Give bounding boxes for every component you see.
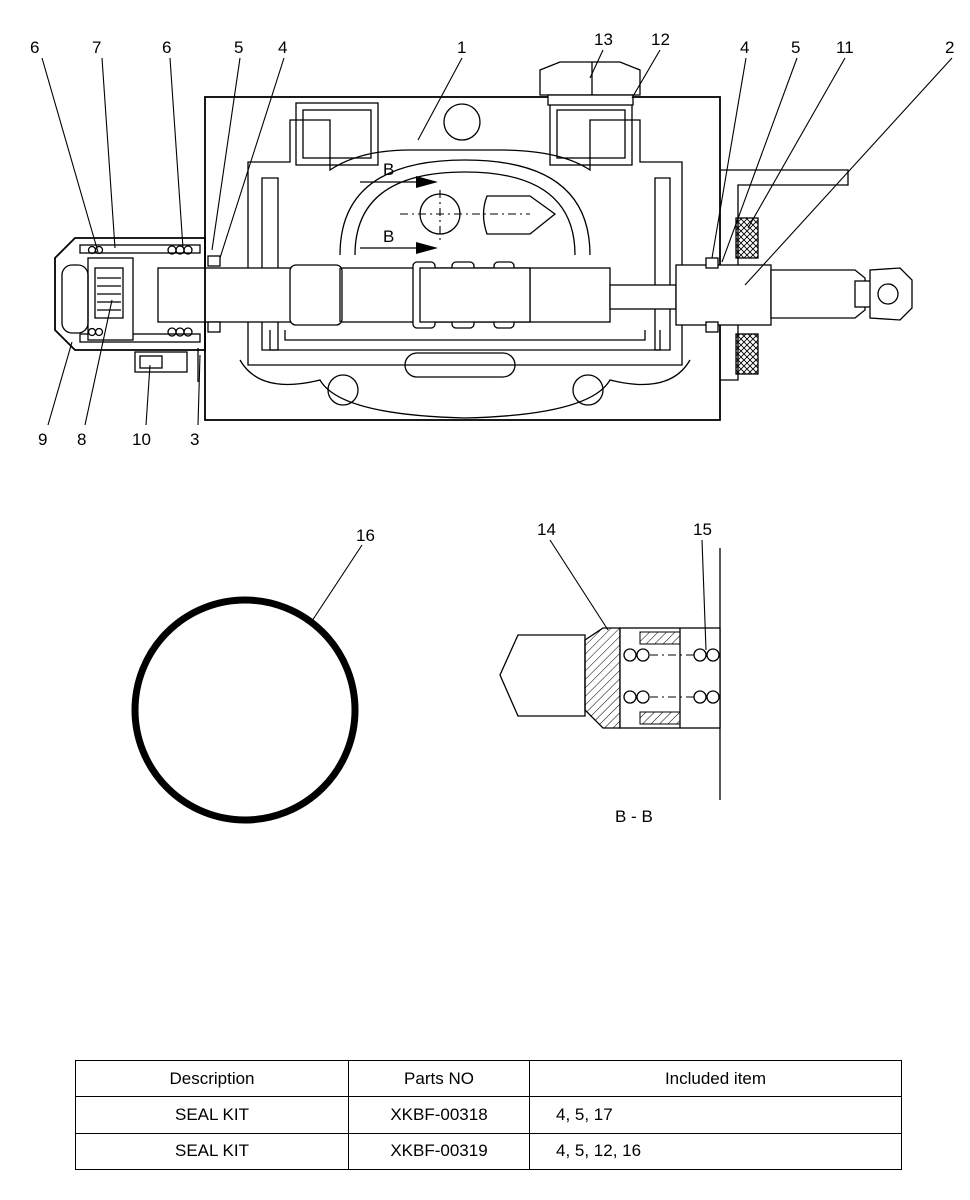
wiper-seals xyxy=(735,217,759,375)
callout-8: 8 xyxy=(77,430,86,449)
end-cap xyxy=(54,237,719,382)
callout-5-right: 5 xyxy=(791,38,800,57)
cell-parts-no: XKBF-00319 xyxy=(348,1132,530,1171)
callout-11: 11 xyxy=(836,38,854,57)
callouts: 6 7 6 5 4 1 13 12 4 5 11 2 9 8 10 3 16 1… xyxy=(30,30,954,545)
callout-14: 14 xyxy=(537,520,556,539)
section-mark-upper: B xyxy=(383,160,394,179)
cell-included-item: 4, 5, 17 xyxy=(529,1096,902,1134)
spool xyxy=(157,261,913,329)
callout-4-right: 4 xyxy=(740,38,749,57)
callout-5-left: 5 xyxy=(234,38,243,57)
callout-2: 2 xyxy=(945,38,954,57)
callout-1: 1 xyxy=(457,38,466,57)
table-header-row: Description Parts NO Included item xyxy=(75,1059,902,1098)
table-row: SEAL KIT XKBF-00319 4, 5, 12, 16 xyxy=(75,1132,902,1171)
callout-16: 16 xyxy=(356,526,375,545)
section-b-b: B - B xyxy=(499,539,721,826)
header-description: Description xyxy=(75,1059,349,1098)
plug xyxy=(539,61,641,106)
callout-3: 3 xyxy=(190,430,199,449)
section-marks: B B xyxy=(360,160,438,254)
callout-7: 7 xyxy=(92,38,101,57)
callout-6-left: 6 xyxy=(30,38,39,57)
header-parts-no: Parts NO xyxy=(348,1059,530,1098)
exploded-view-diagram: B B 6 7 6 5 4 1 13 12 4 5 11 2 9 8 1 xyxy=(30,30,954,826)
callout-10: 10 xyxy=(132,430,151,449)
cell-parts-no: XKBF-00318 xyxy=(348,1096,530,1134)
o-ring xyxy=(131,544,363,824)
cell-included-item: 4, 5, 12, 16 xyxy=(529,1132,902,1171)
callout-4-left: 4 xyxy=(278,38,287,57)
leader-lines xyxy=(41,49,953,426)
callout-9: 9 xyxy=(38,430,47,449)
header-included-item: Included item xyxy=(529,1059,902,1098)
valve-body xyxy=(204,96,849,421)
cell-description: SEAL KIT xyxy=(75,1132,349,1171)
seal-kit-table: Description Parts NO Included item SEAL … xyxy=(75,1059,902,1171)
callout-12: 12 xyxy=(651,30,670,49)
section-mark-lower: B xyxy=(383,227,394,246)
callout-15: 15 xyxy=(693,520,712,539)
section-title: B - B xyxy=(615,807,653,826)
table-row: SEAL KIT XKBF-00318 4, 5, 17 xyxy=(75,1096,902,1134)
callout-13: 13 xyxy=(594,30,613,49)
cell-description: SEAL KIT xyxy=(75,1096,349,1134)
callout-6-mid: 6 xyxy=(162,38,171,57)
